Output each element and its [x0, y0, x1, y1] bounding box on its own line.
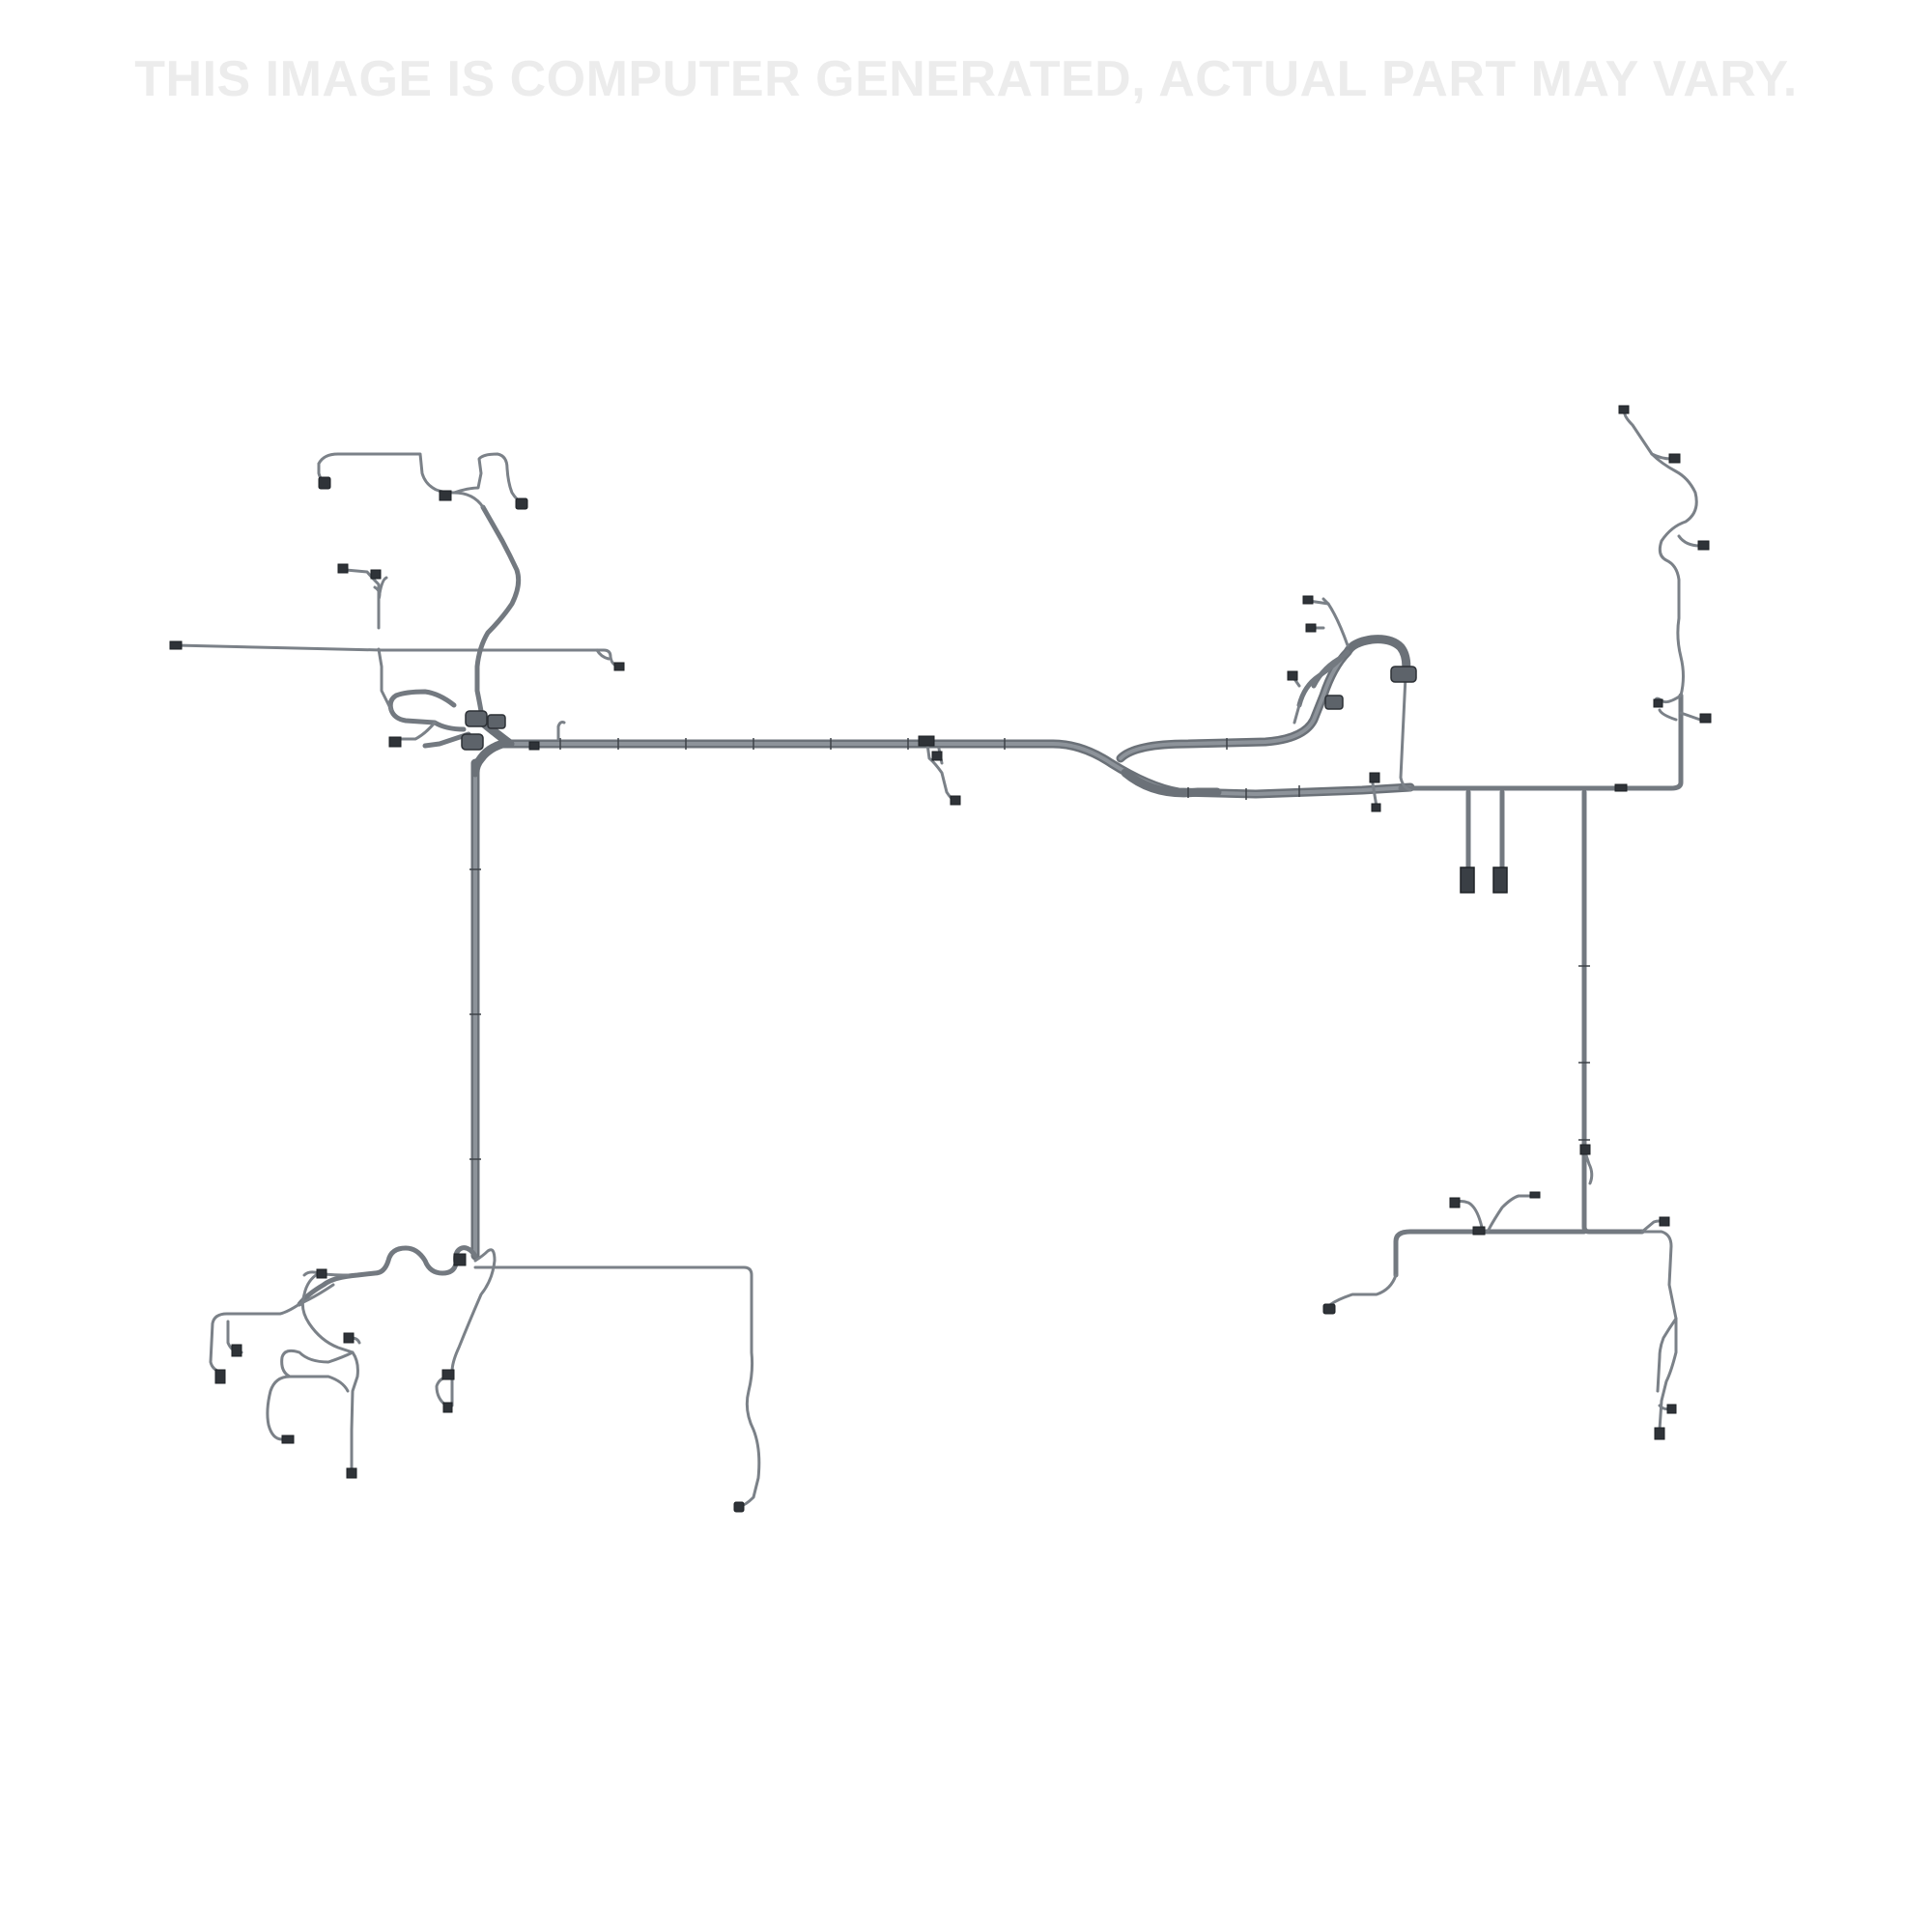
connector-icon	[950, 795, 961, 806]
connector-icon	[1287, 670, 1298, 681]
connector-icon	[453, 1253, 467, 1266]
connector-icon	[442, 1402, 453, 1413]
connector-icon	[1697, 540, 1710, 551]
connector-icon	[733, 1501, 745, 1513]
connector-icon	[1668, 453, 1681, 464]
connector-icon	[515, 497, 528, 510]
connector-icon	[1472, 1226, 1486, 1236]
top-left-branches	[174, 452, 620, 749]
connector-icon	[1371, 803, 1381, 812]
connector-icon	[1322, 1303, 1336, 1315]
grommet-icon	[487, 714, 506, 729]
connector-icon	[388, 736, 402, 748]
connector-icon	[1614, 783, 1628, 792]
connector-icon	[1666, 1404, 1677, 1414]
connector-icon	[346, 1467, 357, 1479]
connector-icon	[1579, 1144, 1591, 1155]
disclaimer-watermark: THIS IMAGE IS COMPUTER GENERATED, ACTUAL…	[134, 51, 1798, 107]
connector-icon	[281, 1435, 295, 1444]
connector-icon	[1618, 405, 1630, 414]
connector-icon	[1305, 623, 1317, 633]
connector-icon	[613, 662, 625, 671]
connector-icon	[343, 1332, 355, 1344]
connector-icon	[318, 476, 331, 490]
connector-icon	[1654, 1427, 1665, 1440]
relay-connector-icon	[1460, 867, 1475, 894]
connector-icon	[1653, 698, 1663, 708]
upper-right-branch	[1623, 409, 1707, 722]
connector-icon	[214, 1369, 226, 1384]
bottom-right-branches	[1323, 1148, 1678, 1432]
connector-icon	[441, 1369, 455, 1380]
grommet-icon	[465, 710, 488, 727]
connector-icon	[169, 640, 183, 650]
connector-icon	[528, 741, 540, 751]
grommet-icon	[1324, 695, 1344, 710]
connector-icon	[931, 751, 943, 761]
relay-connector-icon	[1492, 867, 1508, 894]
connector-icon	[1369, 772, 1380, 783]
connector-icon	[316, 1268, 327, 1279]
connector-icon	[439, 490, 452, 501]
connector-icon	[918, 735, 935, 747]
right-main-line	[1393, 693, 1684, 1278]
grommet-icon	[461, 733, 484, 751]
connector-icon	[1449, 1197, 1461, 1208]
connector-icon	[1659, 1216, 1670, 1227]
connector-icon	[231, 1344, 242, 1357]
bottom-left-branches	[209, 1245, 761, 1509]
trunk-tab	[556, 721, 566, 741]
connector-icon	[370, 569, 382, 580]
connector-icon	[1699, 713, 1712, 724]
main-trunk	[469, 647, 1415, 1261]
connector-icon	[1529, 1191, 1541, 1199]
grommet-icon	[1390, 666, 1417, 683]
connector-icon	[1302, 595, 1314, 605]
connector-icon	[337, 563, 349, 574]
